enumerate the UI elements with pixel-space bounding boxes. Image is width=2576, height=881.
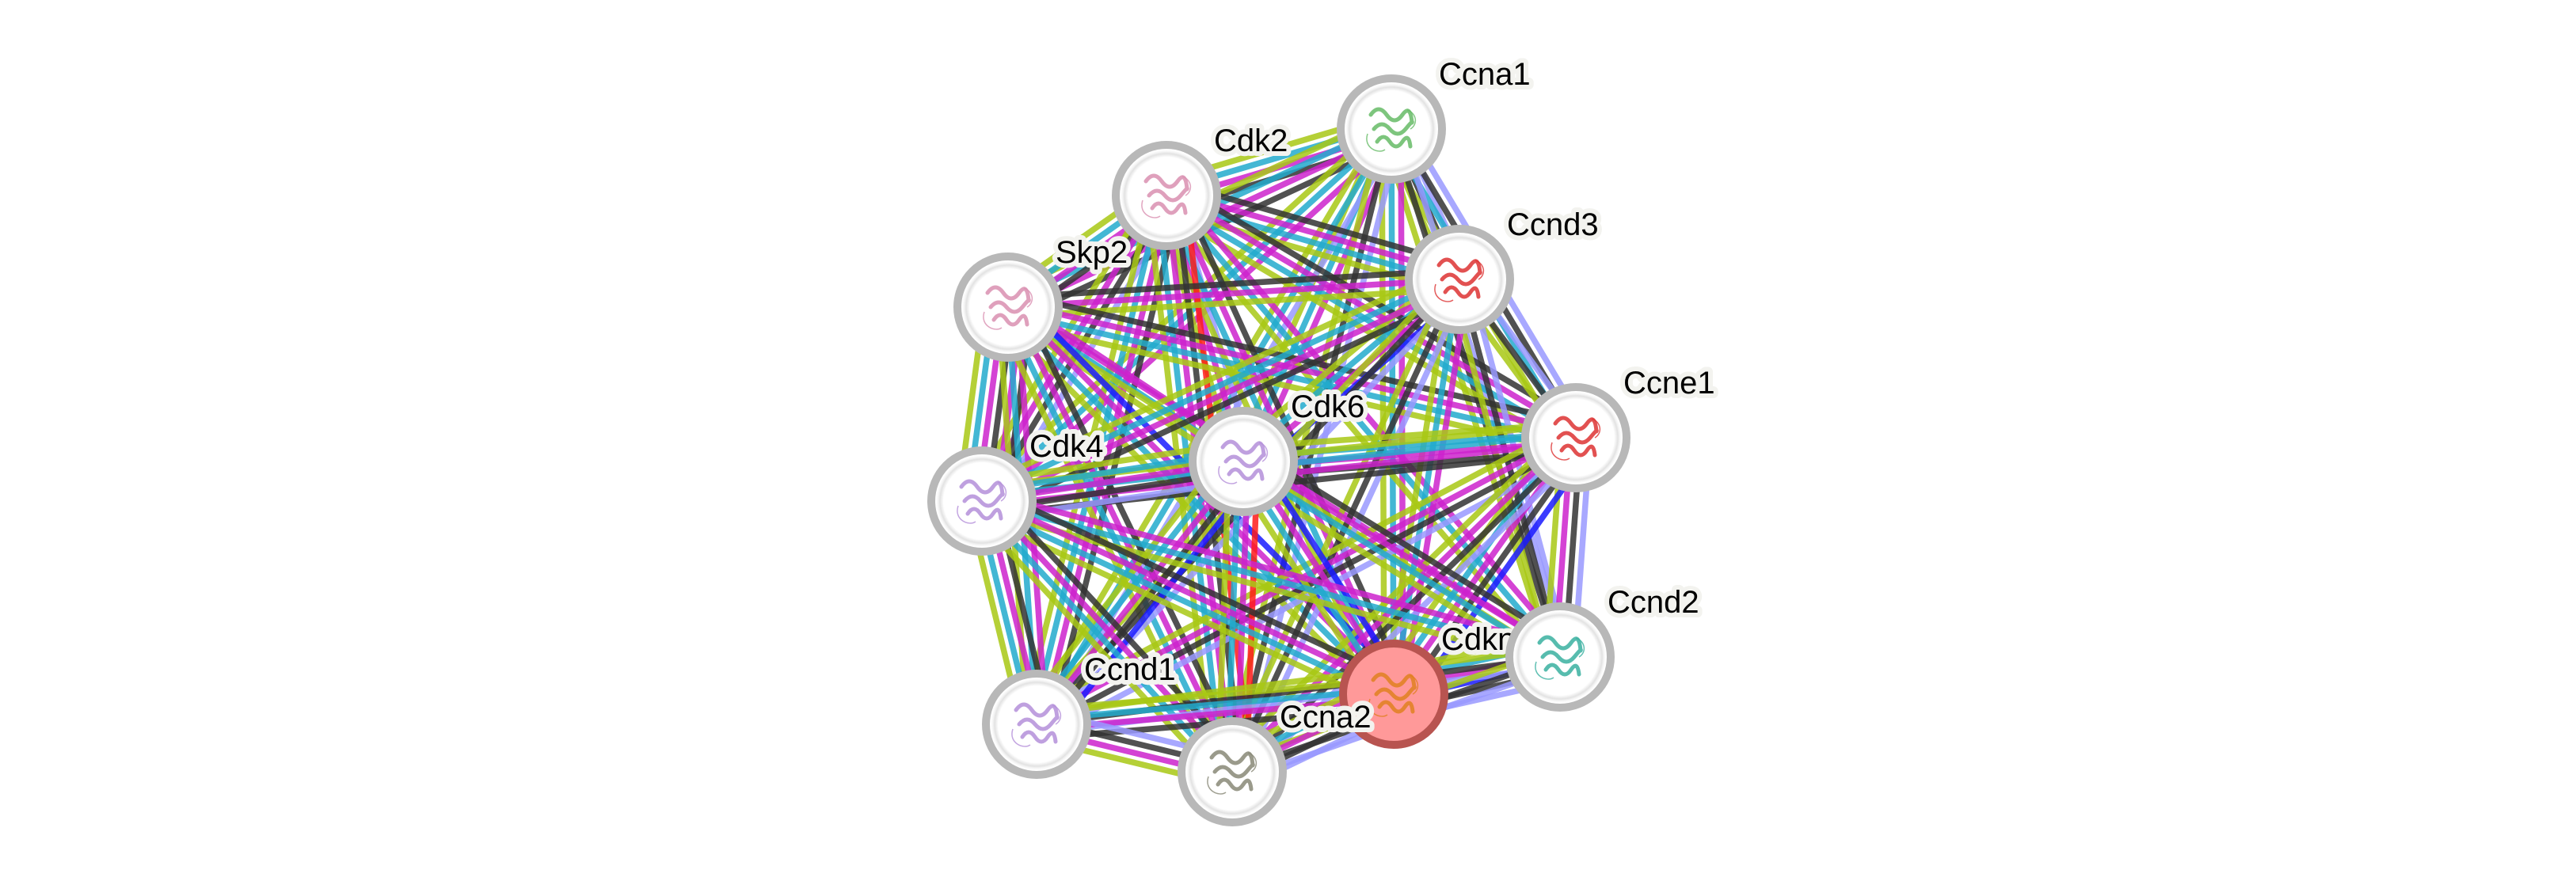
protein-structure-icon (1535, 635, 1585, 680)
node-label-ccna1: Ccna1 (1439, 57, 1531, 92)
evidence-line-coexpression (987, 485, 1402, 685)
protein-structure-icon (1368, 672, 1419, 717)
evidence-line-experiments (982, 494, 1398, 693)
protein-structure-icon (1207, 750, 1258, 795)
node-cdk2[interactable] (1112, 141, 1221, 250)
evidence-line-coexpression (1007, 267, 1459, 301)
evidence-line-textmining (1028, 422, 1571, 715)
evidence-line-experiments (984, 488, 1564, 651)
node-ccna1[interactable] (1337, 74, 1446, 184)
evidence-line-experiments (1007, 276, 1460, 310)
evidence-line-databases (1164, 193, 1562, 659)
evidence-line-cooccurrence (1048, 471, 1261, 739)
evidence-line-textmining (974, 264, 1455, 492)
edge-cdk4-ccnd2[interactable] (978, 488, 1564, 670)
protein-structure-icon (983, 285, 1033, 330)
node-label-skp2: Skp2 (1056, 235, 1128, 270)
node-label-ccne1: Ccne1 (1623, 366, 1715, 401)
evidence-line-databases (978, 503, 1394, 701)
evidence-line-textmining (1157, 199, 1555, 666)
evidence-line-coexpression (1249, 446, 1570, 647)
evidence-line-databases (976, 502, 1231, 777)
node-skp2[interactable] (953, 253, 1063, 362)
evidence-line-textmining (978, 507, 1558, 670)
evidence-line-databases (1239, 462, 1559, 664)
node-label-ccnd3: Ccnd3 (1507, 207, 1599, 242)
node-label-cdkn: Cdkn (1441, 622, 1515, 657)
node-ccnd1[interactable] (982, 670, 1091, 779)
evidence-line-experiments (1244, 454, 1565, 656)
protein-structure-icon (1366, 107, 1417, 152)
protein-structure-icon (957, 479, 1007, 524)
evidence-line-textmining (969, 508, 1224, 784)
evidence-line-databases (1036, 686, 1394, 723)
node-label-ccnd1: Ccnd1 (1084, 652, 1176, 687)
protein-structure-icon (1434, 257, 1485, 302)
node-cdk6[interactable] (1189, 407, 1298, 516)
node-ccnd2[interactable] (1505, 602, 1615, 712)
evidence-line-databases (978, 272, 1459, 499)
node-ccne1[interactable] (1521, 383, 1630, 492)
nodes-layer (927, 74, 1630, 826)
evidence-line-databases (1162, 196, 1575, 445)
node-label-cdk4: Cdk4 (1029, 429, 1103, 464)
node-label-cdk6: Cdk6 (1291, 389, 1364, 424)
node-ccnd3[interactable] (1405, 225, 1514, 334)
evidence-line-coexpression (1041, 465, 1254, 732)
protein-structure-icon (1551, 416, 1601, 461)
evidence-line-databases (980, 127, 1394, 503)
node-ccna2[interactable] (1178, 717, 1287, 826)
evidence-line-databases (981, 498, 1561, 660)
node-cdk4[interactable] (927, 446, 1037, 556)
evidence-line-databases (1006, 309, 1576, 446)
evidence-line-textmining (1035, 677, 1393, 713)
node-label-ccna2: Ccna2 (1280, 700, 1372, 735)
node-label-ccnd2: Ccnd2 (1608, 585, 1699, 620)
protein-structure-icon (1141, 173, 1192, 218)
node-cdkn[interactable] (1339, 640, 1448, 749)
protein-structure-icon (1218, 439, 1269, 484)
protein-structure-icon (1011, 702, 1062, 747)
node-label-cdk2: Cdk2 (1214, 123, 1288, 158)
